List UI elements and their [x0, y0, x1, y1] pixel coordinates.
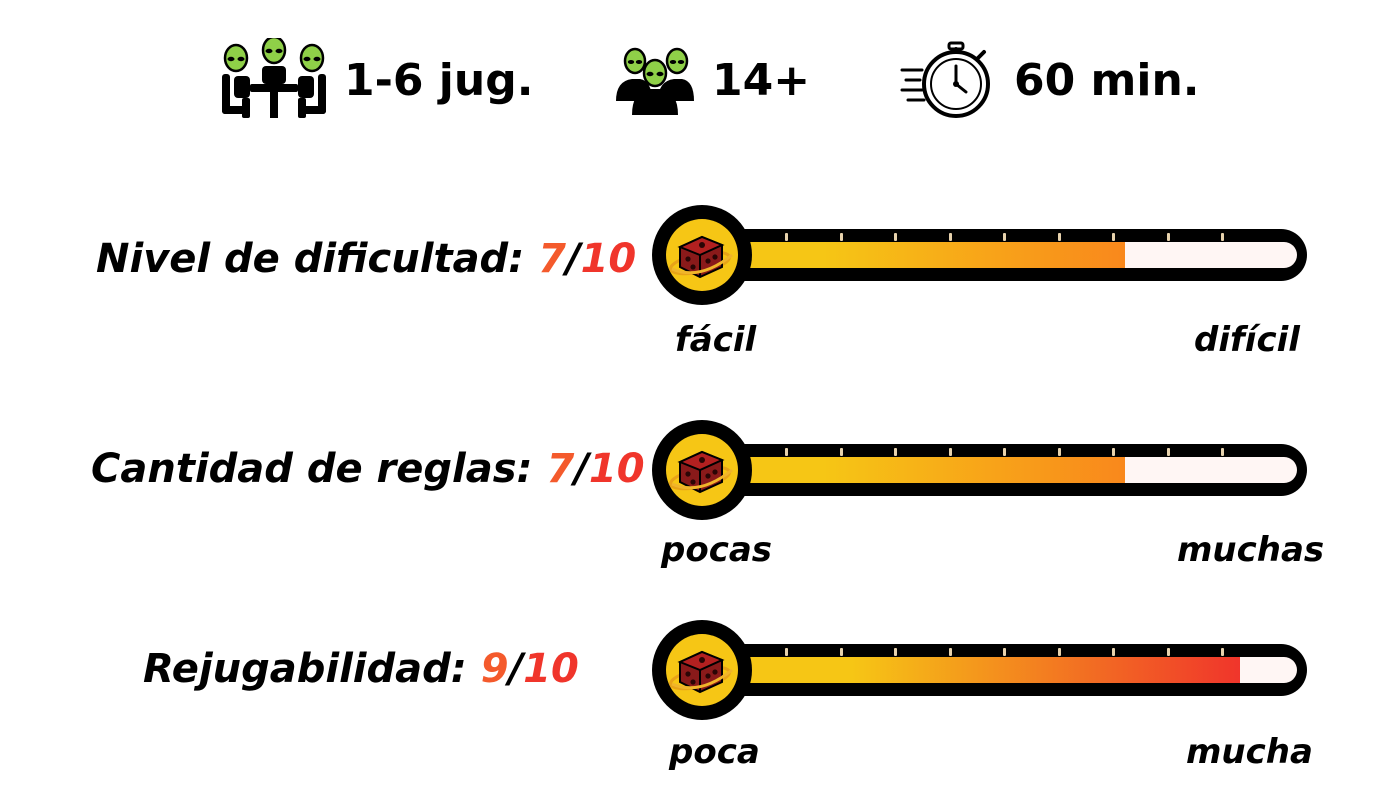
replayability-label: Rejugabilidad:	[143, 646, 467, 692]
meter-tick	[1221, 648, 1224, 656]
replayability-low-label: poca	[669, 732, 760, 772]
meter-fill	[722, 657, 1240, 683]
difficulty-max: 10	[580, 236, 637, 282]
age-value: 14+	[712, 54, 811, 106]
meter-tick	[894, 448, 897, 456]
meter-tick	[1221, 448, 1224, 456]
meter-track	[722, 242, 1297, 268]
alien-players-at-table-icon	[222, 38, 326, 118]
players-value: 1-6 jug.	[344, 54, 534, 106]
time-stat: 60 min.	[900, 40, 1200, 120]
meter-tick	[1221, 233, 1224, 241]
meter-tick	[894, 233, 897, 241]
meter-tick	[1166, 448, 1170, 456]
meter-tick	[839, 233, 843, 241]
difficulty-slash: /	[565, 236, 581, 282]
stopwatch-icon	[900, 41, 990, 118]
alien-group-icon	[616, 47, 694, 115]
meter-tick	[1003, 648, 1006, 656]
rules-rating: Cantidad de reglas: 7/10	[91, 446, 645, 492]
meter-tick	[894, 648, 897, 656]
meter-tick	[1057, 233, 1061, 241]
meter-tick	[1112, 233, 1115, 241]
meter-tick	[1003, 448, 1006, 456]
meter-track	[722, 457, 1297, 483]
replayability-max: 10	[523, 646, 579, 692]
meter-bulb	[652, 420, 752, 520]
rules-low-label: pocas	[661, 530, 773, 570]
meter-tick	[785, 648, 788, 656]
players-stat: 1-6 jug.	[218, 38, 534, 120]
age-stat: 14+	[612, 40, 810, 120]
meter-tick	[785, 233, 788, 241]
difficulty-value: 7	[538, 236, 566, 282]
replayability-slash: /	[508, 646, 524, 692]
meter-tick	[1166, 233, 1170, 241]
difficulty-low-label: fácil	[675, 320, 757, 360]
meter-tick	[948, 233, 952, 241]
meter-tick	[1057, 648, 1061, 656]
rules-max: 10	[588, 446, 645, 492]
replayability-meter	[652, 620, 1312, 720]
meter-tick	[1112, 448, 1115, 456]
meter-tick	[839, 648, 843, 656]
meter-tick	[785, 448, 788, 456]
meter-tick	[948, 448, 952, 456]
meter-tick	[948, 648, 952, 656]
time-value: 60 min.	[1014, 54, 1200, 106]
meter-fill	[722, 242, 1125, 268]
meter-tick	[1057, 448, 1061, 456]
planet-dice-icon	[669, 450, 733, 494]
meter-tick	[1003, 233, 1006, 241]
difficulty-label: Nivel de dificultad:	[96, 236, 525, 282]
meter-bulb	[652, 620, 752, 720]
rules-meter	[652, 420, 1312, 520]
meter-tick	[1166, 648, 1170, 656]
difficulty-high-label: difícil	[1194, 320, 1300, 360]
meter-track	[722, 657, 1297, 683]
rules-slash: /	[574, 446, 589, 492]
meter-bulb	[652, 205, 752, 305]
meter-fill	[722, 457, 1125, 483]
difficulty-rating: Nivel de dificultad: 7/10	[96, 236, 636, 282]
replayability-value: 9	[480, 646, 509, 692]
planet-dice-icon	[669, 235, 733, 279]
rules-high-label: muchas	[1177, 530, 1325, 570]
planet-dice-icon	[669, 650, 733, 694]
rules-label: Cantidad de reglas:	[91, 446, 533, 492]
replayability-rating: Rejugabilidad: 9/10	[143, 646, 579, 692]
difficulty-meter	[652, 205, 1312, 305]
meter-tick	[1112, 648, 1115, 656]
replayability-high-label: mucha	[1186, 732, 1313, 772]
rules-value: 7	[546, 446, 575, 492]
meter-tick	[839, 448, 843, 456]
